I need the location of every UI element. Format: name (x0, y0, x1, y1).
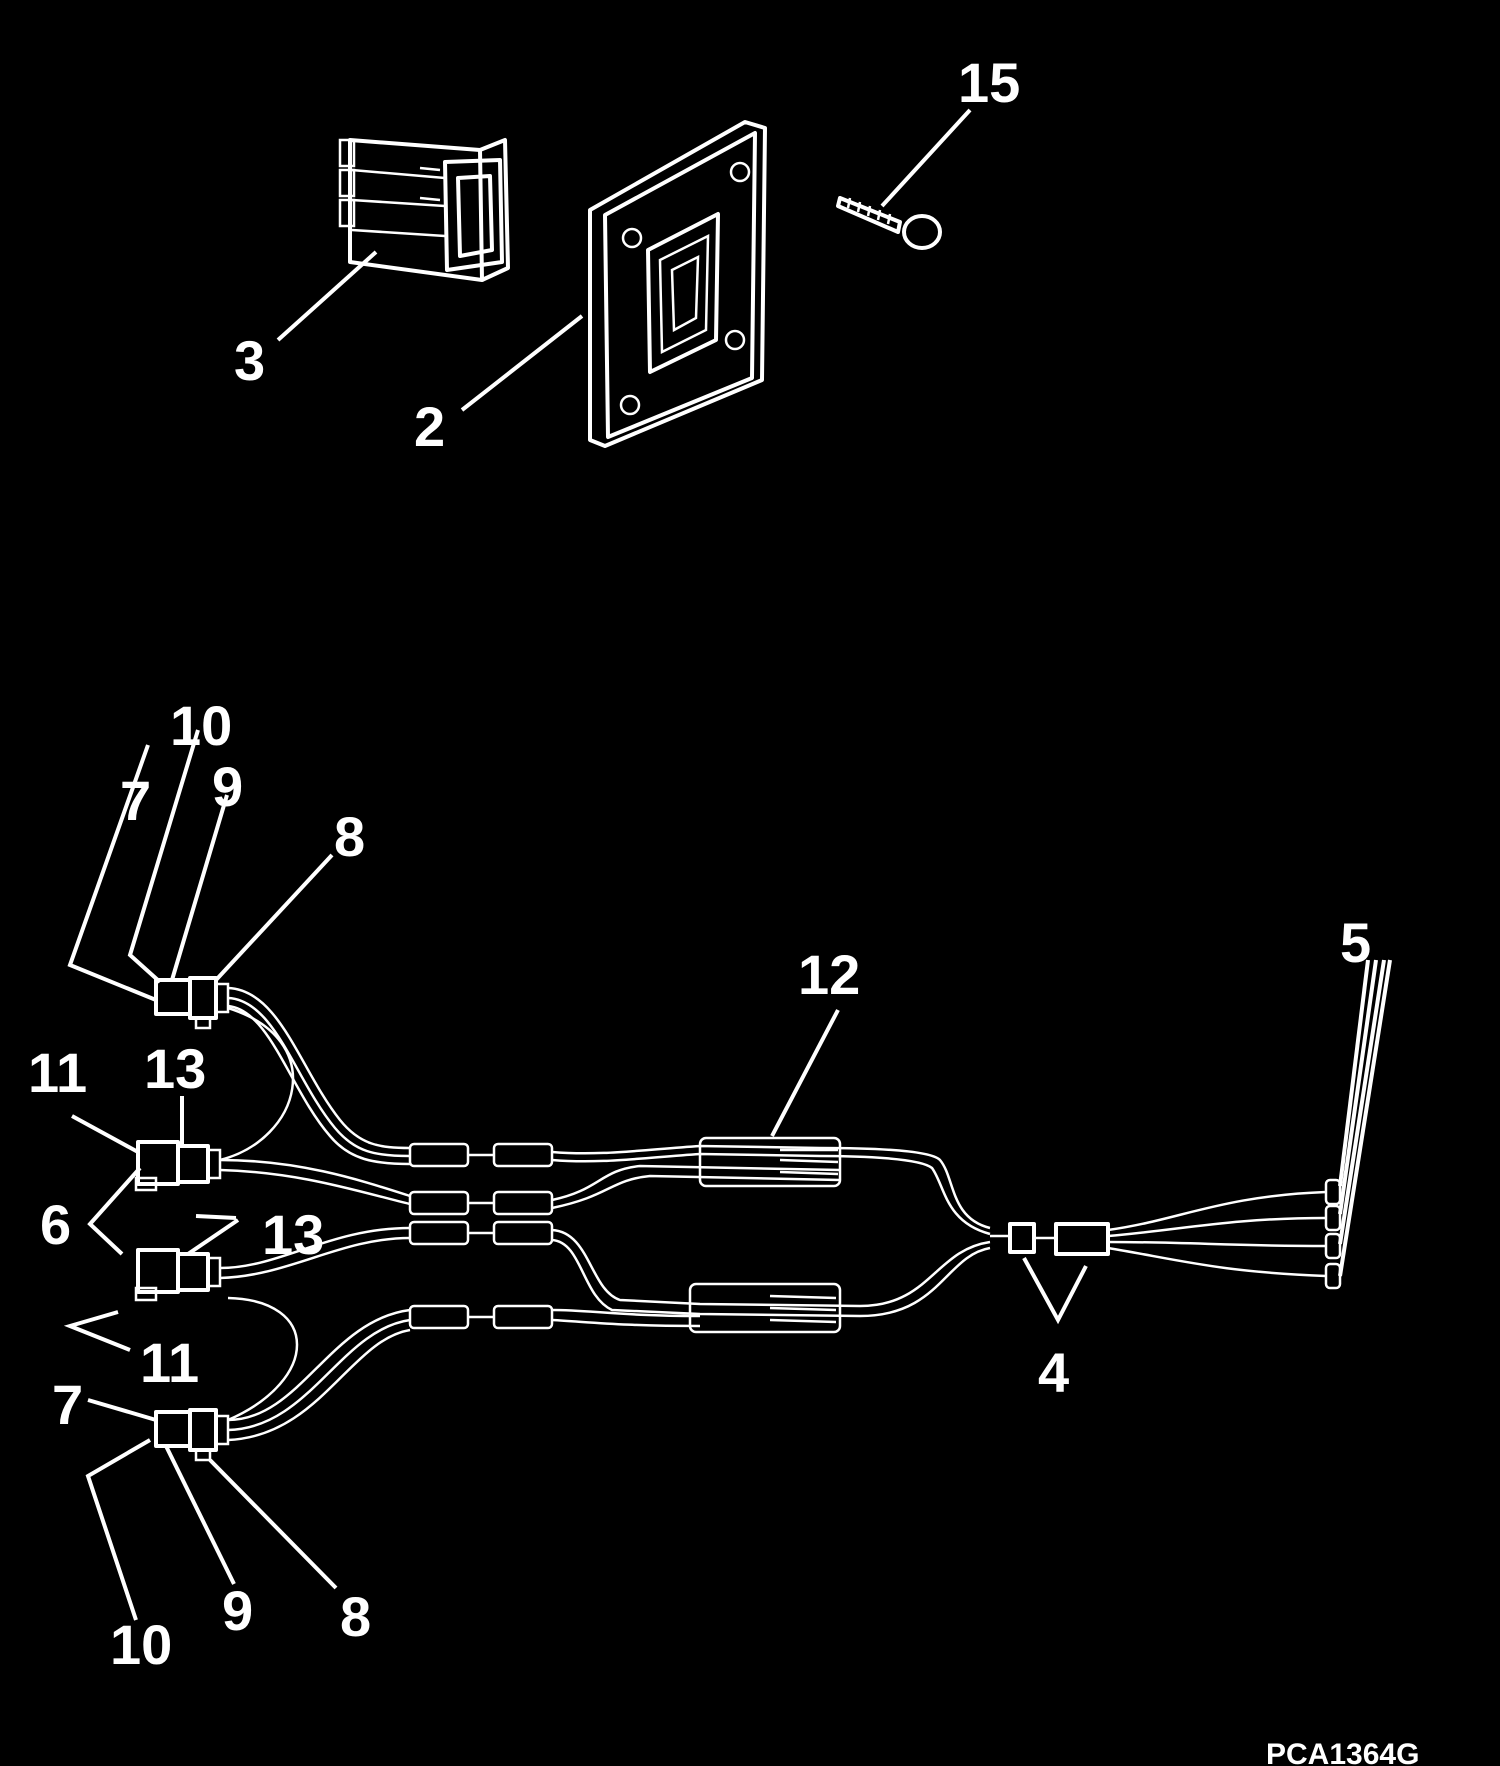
switch-connector-upper (134, 1140, 222, 1192)
callout-13-lower: 13 (262, 1203, 324, 1266)
wiring-harness (219, 986, 1342, 1442)
callout-13-upper: 13 (144, 1037, 206, 1100)
callout-8-upper: 8 (334, 805, 365, 868)
lower-connector (154, 1408, 230, 1462)
callout-15: 15 (958, 51, 1020, 114)
drawing-code: PCA1364G (1266, 1738, 1419, 1766)
callout-10-lower: 10 (110, 1613, 172, 1676)
callout-7-lower: 7 (52, 1373, 83, 1436)
switch-bezel (588, 120, 767, 448)
switch-connector-lower (134, 1248, 222, 1302)
callout-2: 2 (414, 395, 445, 458)
leader-lines (63, 108, 1392, 1621)
callout-10-upper: 10 (170, 694, 232, 757)
callout-6: 6 (40, 1193, 71, 1256)
callout-3: 3 (234, 329, 265, 392)
callout-9-lower: 9 (222, 1579, 253, 1642)
callout-12: 12 (798, 943, 860, 1006)
callout-11-upper: 11 (28, 1041, 87, 1104)
callout-labels: 3 2 15 10 9 7 8 11 13 6 13 11 7 10 9 8 1… (28, 51, 1419, 1766)
upper-connector (154, 976, 230, 1030)
screw (836, 196, 942, 250)
callout-4: 4 (1038, 1341, 1069, 1404)
callout-9-upper: 9 (212, 755, 243, 818)
rocker-switch (338, 138, 510, 282)
callout-8-lower: 8 (340, 1585, 371, 1648)
callout-5: 5 (1340, 911, 1371, 974)
callout-11-lower: 11 (140, 1331, 199, 1394)
callout-7-upper: 7 (120, 769, 151, 832)
